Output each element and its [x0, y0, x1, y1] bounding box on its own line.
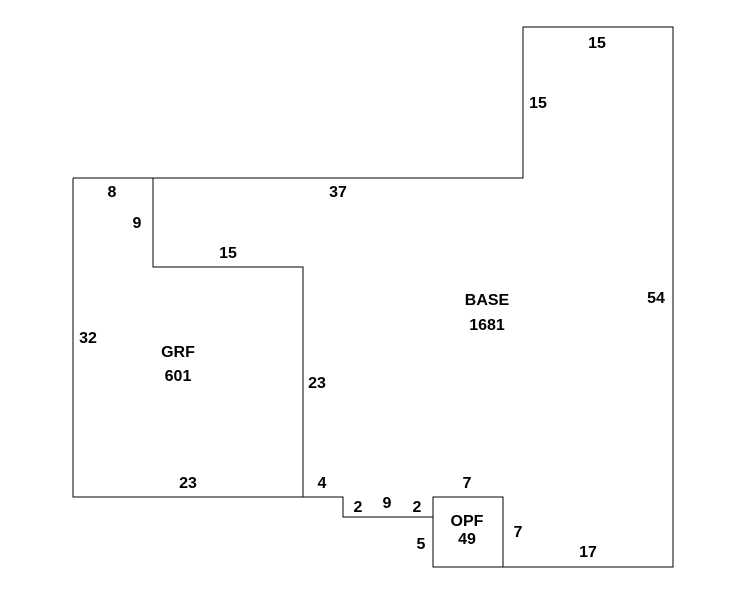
building-outline [72, 26, 674, 568]
dim-opf-side: 7 [514, 524, 523, 541]
opf-area-size: 49 [458, 531, 476, 548]
dim-top-tower-width: 15 [588, 35, 606, 52]
dim-grf-right-side: 23 [308, 375, 326, 392]
dim-grf-notch-width: 15 [219, 245, 237, 262]
dim-right-side: 54 [647, 290, 665, 307]
grf-area-name: GRF [161, 344, 195, 361]
dim-jog-right: 2 [413, 499, 422, 516]
dim-grf-top-left: 8 [108, 184, 117, 201]
dim-opf-left: 5 [417, 536, 426, 553]
base-area-name: BASE [465, 292, 510, 309]
opf-outline [432, 517, 503, 568]
base-area-size: 1681 [469, 317, 505, 334]
dim-grf-bottom: 23 [179, 475, 197, 492]
dim-bottom-right: 17 [579, 544, 597, 561]
dim-jog-run: 9 [383, 495, 392, 512]
dim-grf-left-side: 32 [79, 330, 97, 347]
dim-step-down: 4 [318, 475, 327, 492]
opf-area-name: OPF [451, 513, 484, 530]
grf-area-size: 601 [165, 368, 192, 385]
dim-tower-left-height: 15 [529, 95, 547, 112]
dim-jog-left: 2 [354, 499, 363, 516]
dim-opf-top: 7 [463, 475, 472, 492]
grf-interior-wall [152, 178, 304, 497]
dim-top-run: 37 [329, 184, 347, 201]
dim-grf-notch-height: 9 [133, 215, 142, 232]
